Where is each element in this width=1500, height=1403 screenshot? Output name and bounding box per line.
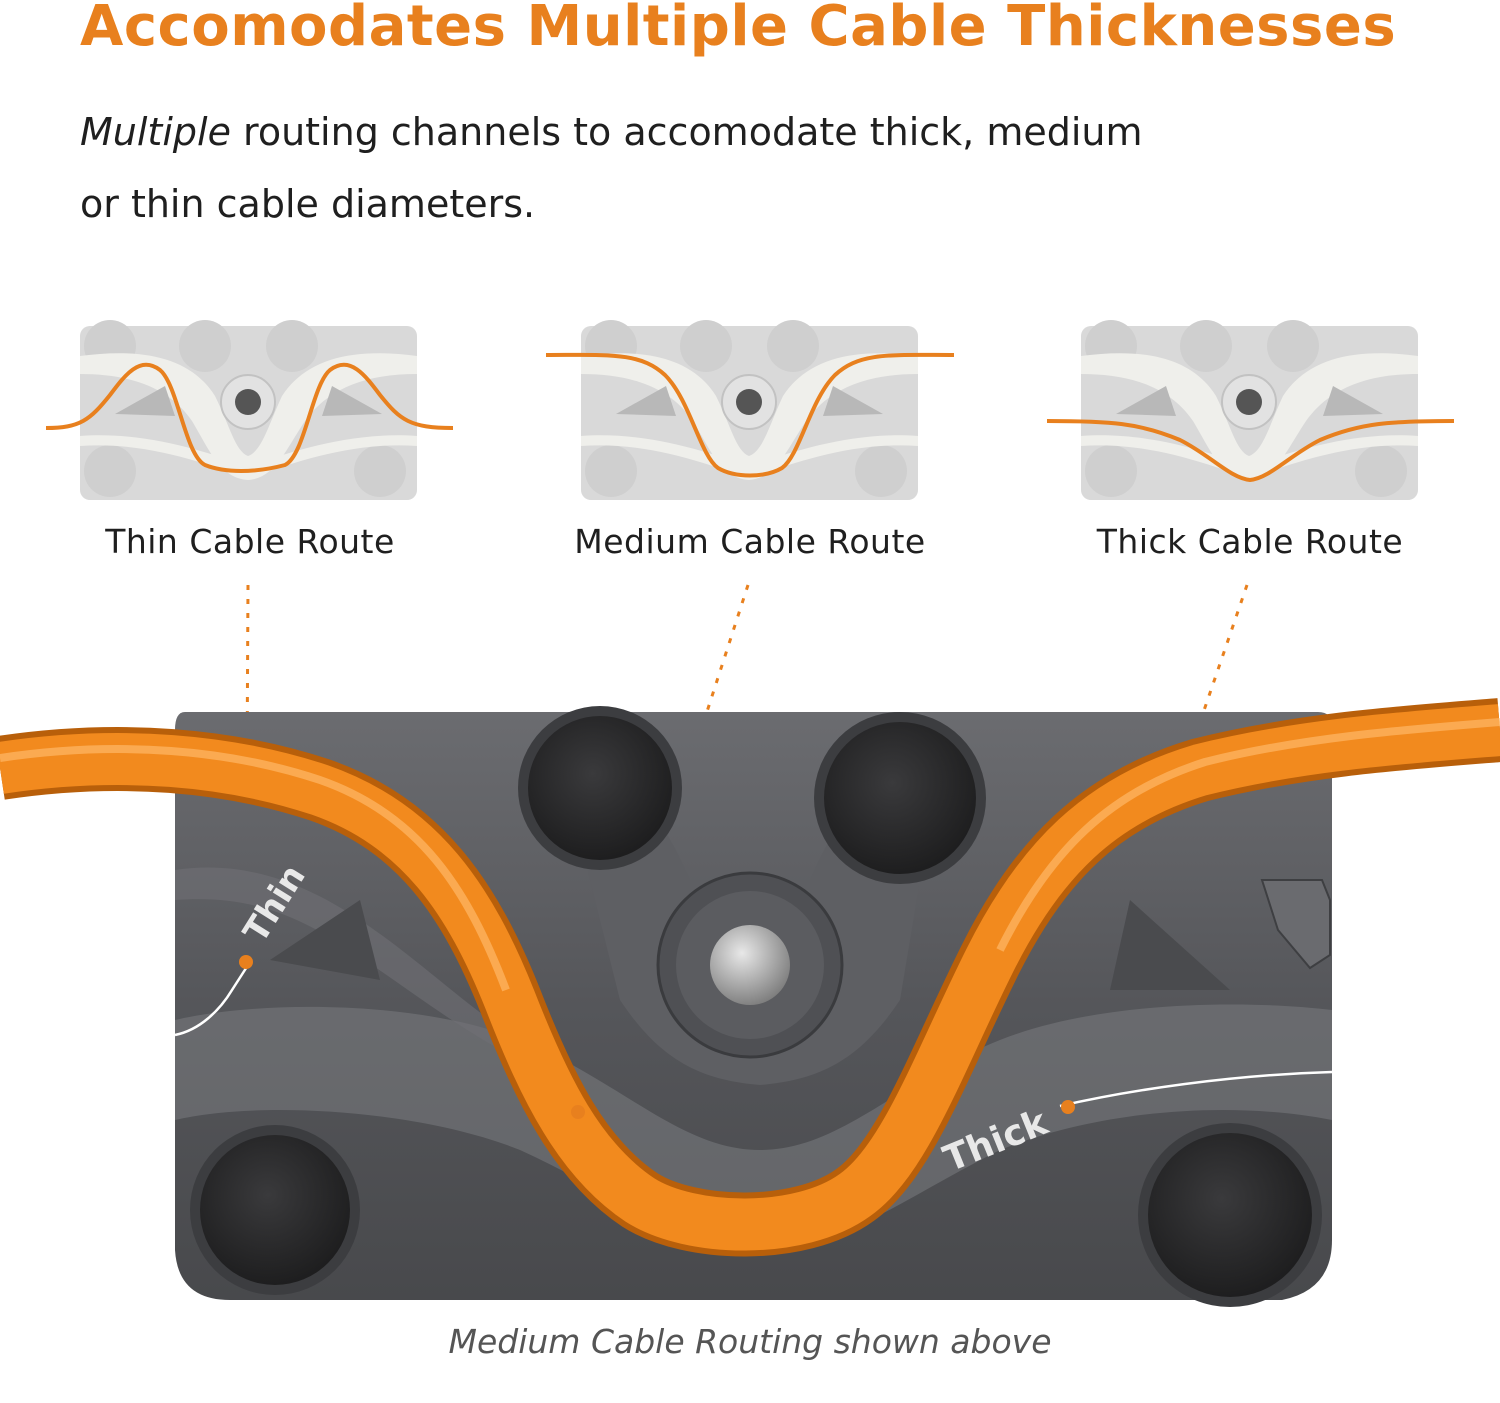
subtitle: Multiple routing channels to accomodate … xyxy=(80,96,1280,240)
medium-route-cable xyxy=(545,352,955,478)
magnet-top-left xyxy=(518,706,682,870)
subtitle-line1: routing channels to accomodate thick, me… xyxy=(230,110,1143,154)
magnet-bottom-right xyxy=(1138,1123,1322,1307)
thick-route-label: Thick Cable Route xyxy=(1096,522,1404,561)
thick-leader-dot xyxy=(1061,1100,1075,1114)
headline: Accomodates Multiple Cable Thicknesses xyxy=(80,0,1397,59)
center-screw xyxy=(656,871,844,1059)
orange-cable xyxy=(0,698,1500,1257)
subtitle-emphasis: Multiple xyxy=(80,110,231,154)
thin-route-diagram xyxy=(79,319,418,501)
subtitle-line2: or thin cable diameters. xyxy=(80,182,536,226)
thin-leader-dot xyxy=(239,955,253,969)
thin-route-label: Thin Cable Route xyxy=(105,522,395,561)
magnet-bottom-left xyxy=(190,1125,360,1295)
medium-leader-dot xyxy=(571,1105,585,1119)
medium-route-diagram xyxy=(580,319,919,501)
thick-route-diagram xyxy=(1080,319,1419,501)
medium-route-label: Medium Cable Route xyxy=(574,522,926,561)
magnet-top-right xyxy=(814,712,986,884)
caption: Medium Cable Routing shown above xyxy=(448,1322,1052,1361)
thick-route-cable xyxy=(1046,419,1455,483)
thin-route-cable xyxy=(45,362,454,473)
